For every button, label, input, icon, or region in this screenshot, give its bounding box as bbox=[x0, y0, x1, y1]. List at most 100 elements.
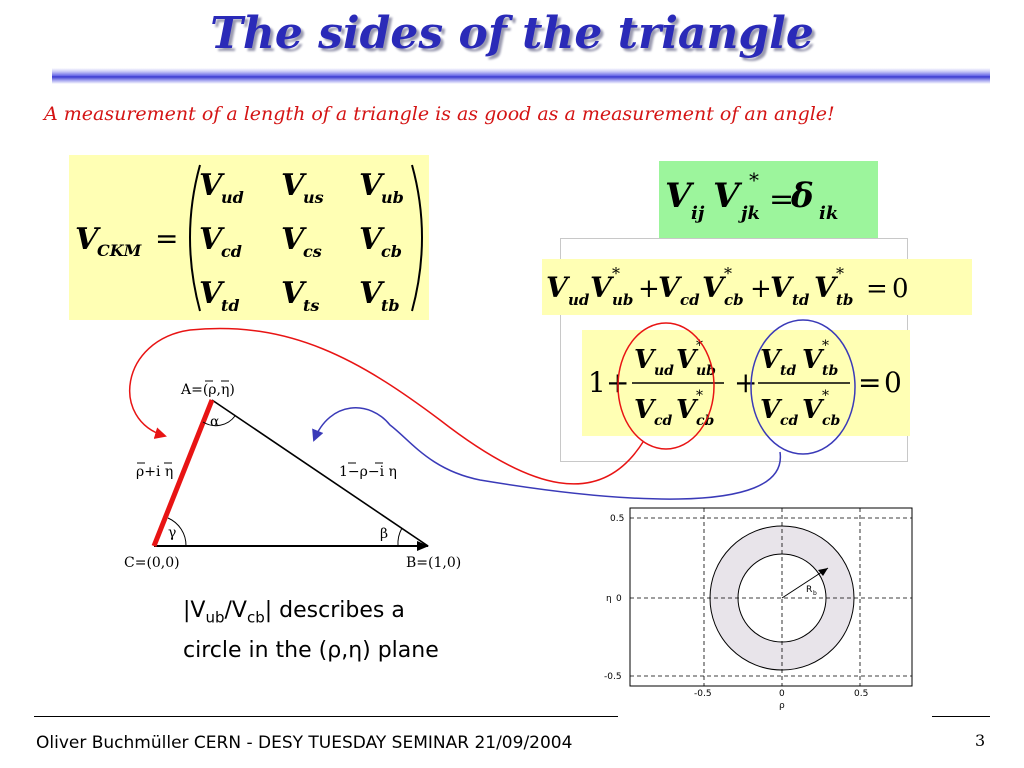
unitarity-sub-ik: ik bbox=[819, 203, 838, 224]
blue-circle-highlight bbox=[750, 319, 856, 455]
unitarity-equation: V ij V jk ik δ * = bbox=[665, 168, 838, 224]
vertex-a-label: A=(ρ,η) bbox=[180, 382, 235, 398]
ratio-0-den-v1: V bbox=[634, 395, 657, 425]
triangle-left-side-highlighted bbox=[151, 399, 215, 547]
ckm-element-sub-td: td bbox=[221, 296, 240, 315]
slide-subtitle: A measurement of a length of a triangle … bbox=[44, 103, 835, 125]
angle-beta-arc bbox=[397, 527, 403, 547]
unitarity-delta: δ bbox=[790, 176, 814, 216]
footer-rule-left bbox=[34, 716, 618, 717]
ratio-0-num-v1: V bbox=[634, 345, 657, 375]
footer-text: Oliver Buchmüller CERN - DESY TUESDAY SE… bbox=[36, 733, 573, 753]
unitarity-equals: = bbox=[769, 182, 794, 217]
ckm-element-sub-ud: ud bbox=[221, 188, 244, 207]
triangle-right-side bbox=[211, 399, 429, 547]
red-circle-highlight bbox=[617, 322, 715, 450]
circle-caption: |Vub/Vcb| describes a circle in the (ρ,η… bbox=[183, 594, 439, 668]
side-left-label: ρ+i η bbox=[136, 464, 173, 480]
sum-star-ub: * bbox=[612, 264, 620, 283]
ratio-one: 1 bbox=[588, 366, 606, 399]
gamma-label: γ bbox=[168, 525, 176, 541]
ratio-zero: 0 bbox=[884, 366, 902, 399]
red-connector-curve bbox=[129, 327, 644, 485]
ckm-element-sub-cb: cb bbox=[381, 242, 402, 261]
ckm-element-sub-cd: cd bbox=[221, 242, 242, 261]
unitarity-sub-jk: jk bbox=[738, 203, 760, 224]
radius-sub-label: b bbox=[813, 590, 817, 597]
beta-label: β bbox=[380, 526, 388, 542]
ratio-1-den-sub2: cb bbox=[822, 413, 841, 429]
sum-v-ub: V bbox=[590, 271, 615, 304]
unitarity-v2: V bbox=[713, 176, 743, 216]
y-tick-top: 0.5 bbox=[610, 514, 624, 524]
ckm-element-Vcs: V bbox=[281, 222, 307, 257]
ratio-equals: = bbox=[858, 366, 881, 399]
ratio-1-num-sub1: td bbox=[780, 363, 796, 379]
x-tick-mid: 0 bbox=[779, 689, 785, 699]
ratio-1-den-sub1: cd bbox=[780, 413, 799, 429]
ratio-1-den-star: * bbox=[822, 388, 829, 404]
unitarity-condition-box: V ij V jk ik δ * = bbox=[659, 161, 878, 240]
page-number: 3 bbox=[975, 731, 986, 750]
title-underline-bar bbox=[52, 68, 990, 84]
sum-sub-tb: tb bbox=[836, 291, 853, 309]
sum-plus-1: + bbox=[638, 274, 660, 304]
ratio-0-den-star: * bbox=[696, 388, 703, 404]
vertex-c-label: C=(0,0) bbox=[124, 555, 180, 571]
ratio-1-den-v2: V bbox=[802, 395, 825, 425]
x-tick-left: -0.5 bbox=[694, 689, 712, 699]
ratio-0-num-star: * bbox=[696, 338, 703, 354]
ckm-element-Vcd: V bbox=[199, 222, 225, 257]
sum-plus-2: + bbox=[750, 274, 772, 304]
ratio-1-den-v1: V bbox=[760, 395, 783, 425]
ratio-0-den-v2: V bbox=[676, 395, 699, 425]
radius-label: R bbox=[806, 585, 812, 595]
unitarity-sub-ij: ij bbox=[691, 203, 705, 224]
ckm-element-Vcb: V bbox=[359, 222, 385, 257]
ratio-0-num-sub2: ub bbox=[696, 363, 716, 379]
matrix-right-paren bbox=[411, 164, 423, 312]
sum-sub-cb: cb bbox=[724, 291, 744, 309]
sum-star-tb: * bbox=[836, 264, 844, 283]
ckm-element-Vts: V bbox=[281, 276, 307, 311]
ratio-0-den-sub1: cd bbox=[654, 413, 673, 429]
ckm-element-sub-cs: cs bbox=[303, 242, 322, 261]
circle-caption-line-2: circle in the (ρ,η) plane bbox=[183, 638, 439, 664]
side-right-label: 1−ρ−i η bbox=[339, 464, 397, 480]
circle-plot: R b 0.5 0 -0.5 -0.5 0 0.5 ρ η bbox=[604, 507, 913, 711]
circle-caption-line-1: |Vub/Vcb| describes a bbox=[183, 598, 405, 627]
ckm-element-Vud: V bbox=[199, 168, 225, 203]
unitarity-star: * bbox=[749, 168, 759, 192]
sum-sub-ub: ub bbox=[612, 291, 633, 309]
sum-v-cb: V bbox=[702, 271, 727, 304]
ckm-element-Vtb: V bbox=[359, 276, 385, 311]
ckm-element-Vus: V bbox=[281, 168, 307, 203]
sum-equals: = bbox=[866, 274, 888, 304]
sum-v-ud: V bbox=[546, 271, 571, 304]
ckm-element-Vub: V bbox=[359, 168, 385, 203]
ckm-element-sub-us: us bbox=[303, 188, 324, 207]
ckm-element-Vtd: V bbox=[199, 276, 225, 311]
vertex-b-label: B=(1,0) bbox=[406, 555, 461, 571]
sum-v-cd: V bbox=[658, 271, 683, 304]
ratio-1-num-v1: V bbox=[760, 345, 783, 375]
footer-rule-right bbox=[932, 716, 990, 717]
radius-line bbox=[781, 567, 829, 599]
ratio-0-num-v2: V bbox=[676, 345, 699, 375]
ckm-equals-sign: = bbox=[155, 222, 178, 255]
ratio-1-num-v2: V bbox=[802, 345, 825, 375]
sum-v-td: V bbox=[770, 271, 795, 304]
angle-alpha-arc bbox=[202, 415, 236, 427]
sum-sub-cd: cd bbox=[680, 291, 700, 309]
ckm-element-sub-ts: ts bbox=[303, 296, 319, 315]
ratio-0-num-sub1: ud bbox=[654, 363, 674, 379]
y-tick-bottom: -0.5 bbox=[604, 672, 622, 682]
matrix-left-paren bbox=[189, 164, 201, 312]
x-tick-right: 0.5 bbox=[854, 689, 868, 699]
sum-star-cb: * bbox=[724, 264, 732, 283]
sum-zero: 0 bbox=[892, 274, 909, 304]
